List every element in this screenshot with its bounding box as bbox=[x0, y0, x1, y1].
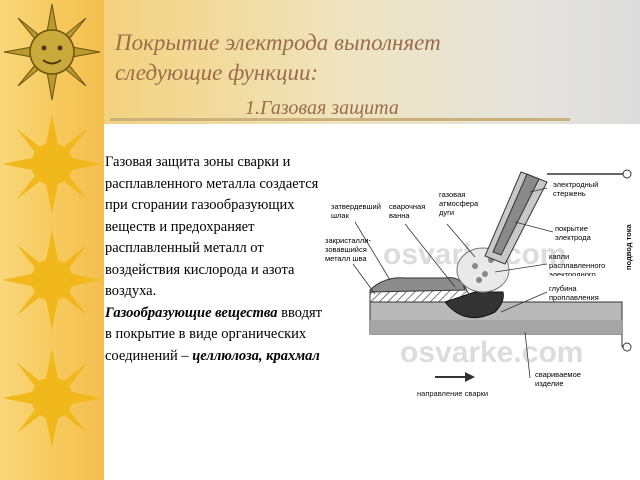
sun-emblem-icon bbox=[3, 3, 101, 101]
sun-decoration-icon bbox=[2, 114, 102, 214]
title-colon: : bbox=[310, 60, 319, 85]
paragraph-1: Газовая защита зоны сварки и расплавленн… bbox=[105, 154, 319, 299]
sun-decoration-icon bbox=[2, 230, 102, 330]
label-weld-pool: сварочная ванна bbox=[389, 202, 426, 220]
label-workpiece: свариваемое изделие bbox=[535, 370, 581, 388]
decorative-left-strip bbox=[0, 0, 104, 480]
paragraph-2-bold-end: целлюлоза, крахмал bbox=[192, 347, 320, 364]
label-weld-direction: направление сварки bbox=[417, 389, 488, 398]
title-line-2: следующие функции bbox=[115, 60, 311, 85]
sun-decoration-icon bbox=[2, 348, 102, 448]
label-drops: капли расплавленного электродного металл… bbox=[549, 252, 606, 276]
paragraph-2-bold: Газообразующие вещества bbox=[105, 304, 278, 321]
slide-subtitle: 1.Газовая защита bbox=[245, 97, 399, 118]
slide-title: Покрытие электрода выполняет следующие ф… bbox=[115, 28, 535, 88]
title-divider bbox=[110, 118, 570, 121]
title-band bbox=[104, 0, 640, 124]
title-line-1: Покрытие электрода выполняет bbox=[115, 30, 441, 55]
paragraph-2-text: вводят в покрытие в виде органических со… bbox=[105, 304, 322, 364]
watermark-2: osvarke.com bbox=[400, 336, 583, 369]
label-crystallized-weld: закристалли-зовавшийся металл шва bbox=[325, 236, 371, 263]
welding-diagram: osvarke.com osvarke.com электродный стер… bbox=[325, 152, 639, 402]
label-electrode-rod: электродный стержень bbox=[553, 180, 599, 198]
body-text: Газовая защита зоны сварки и расплавленн… bbox=[105, 152, 323, 367]
weld-pool bbox=[444, 291, 504, 319]
label-current-supply: подвод тока bbox=[624, 223, 633, 270]
label-gas-atmosphere: газовая атмосфера дуги bbox=[439, 190, 479, 217]
label-coating: покрытие электрода bbox=[555, 224, 591, 242]
label-depth: глубина проплавления bbox=[549, 284, 599, 302]
label-hardened-slag: затвердевший шлак bbox=[331, 202, 381, 220]
electrode-rod bbox=[492, 173, 540, 256]
